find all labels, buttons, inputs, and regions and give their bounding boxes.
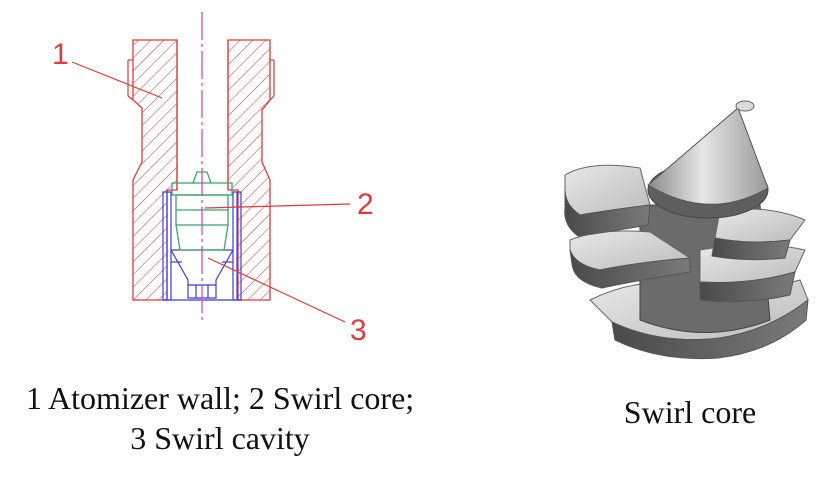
leader-line-1 bbox=[71, 61, 163, 99]
callout-3: 3 bbox=[350, 314, 367, 347]
swirl-core-3d-illustration bbox=[564, 100, 809, 360]
callout-1: 1 bbox=[52, 38, 69, 71]
caption-line-1: 1 Atomizer wall; 2 Swirl core; bbox=[25, 380, 415, 416]
swirl-cavity bbox=[162, 191, 242, 301]
atomizer-wall bbox=[127, 39, 275, 301]
leader-line-2 bbox=[204, 203, 351, 209]
leader-line-3 bbox=[207, 257, 346, 323]
caption-atomizer-legend: 1 Atomizer wall; 2 Swirl core; 3 Swirl c… bbox=[10, 378, 430, 458]
caption-line-2: 3 Swirl cavity bbox=[130, 420, 310, 456]
callout-2: 2 bbox=[357, 188, 374, 221]
caption-swirl-core: Swirl core bbox=[623, 394, 757, 430]
cone-tip bbox=[647, 107, 769, 205]
atomizer-section-drawing: 1 2 3 bbox=[52, 12, 374, 347]
